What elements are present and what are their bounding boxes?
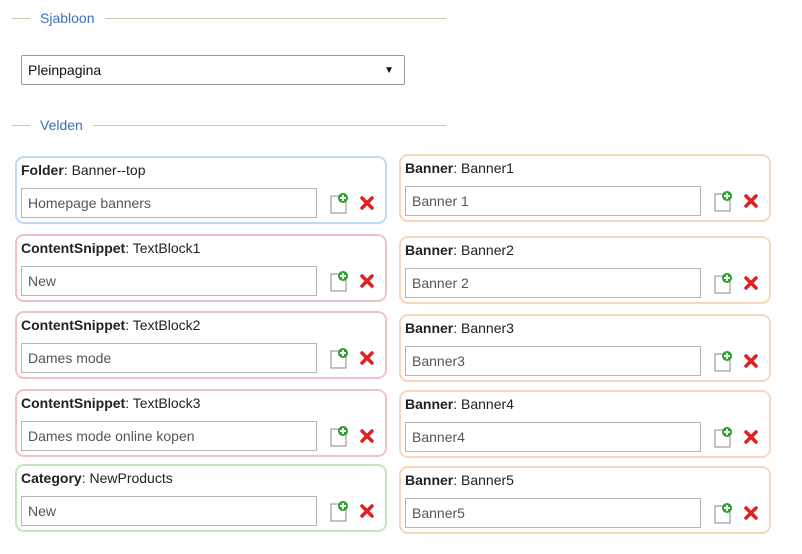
field-value-input[interactable]: [21, 266, 317, 296]
fields-section-title: Velden: [40, 117, 83, 133]
field-card-category-newproducts: Category: NewProducts: [15, 464, 387, 532]
delete-x-icon[interactable]: [743, 353, 759, 369]
field-label: ContentSnippet: TextBlock2: [21, 317, 201, 333]
delete-x-icon[interactable]: [359, 273, 375, 289]
delete-x-icon[interactable]: [359, 350, 375, 366]
field-card-banner4: Banner: Banner4: [399, 390, 771, 458]
template-select[interactable]: Pleinpagina ▼: [21, 55, 405, 85]
field-value-input[interactable]: [21, 496, 317, 526]
delete-x-icon[interactable]: [359, 428, 375, 444]
field-label: Banner: Banner1: [405, 160, 514, 176]
field-label: Banner: Banner3: [405, 320, 514, 336]
new-document-icon[interactable]: [714, 190, 732, 212]
field-label: ContentSnippet: TextBlock3: [21, 395, 201, 411]
new-document-icon[interactable]: [330, 270, 348, 292]
new-document-icon[interactable]: [330, 347, 348, 369]
delete-x-icon[interactable]: [359, 195, 375, 211]
field-label: Banner: Banner4: [405, 396, 514, 412]
fields-section-header: Velden: [12, 116, 446, 134]
new-document-icon[interactable]: [714, 350, 732, 372]
field-label: Category: NewProducts: [21, 470, 173, 486]
field-card-folder-banner-top: Folder: Banner--top: [15, 156, 387, 224]
divider: [12, 124, 30, 126]
template-select-value: Pleinpagina: [28, 62, 102, 78]
field-value-input[interactable]: [405, 346, 701, 376]
field-label: Banner: Banner5: [405, 472, 514, 488]
field-card-banner2: Banner: Banner2: [399, 236, 771, 304]
new-document-icon[interactable]: [330, 500, 348, 522]
delete-x-icon[interactable]: [743, 193, 759, 209]
template-section-title: Sjabloon: [40, 10, 95, 26]
field-value-input[interactable]: [21, 188, 317, 218]
field-label: Banner: Banner2: [405, 242, 514, 258]
dropdown-arrow-icon: ▼: [384, 64, 394, 76]
field-value-input[interactable]: [21, 343, 317, 373]
field-value-input[interactable]: [405, 422, 701, 452]
delete-x-icon[interactable]: [743, 275, 759, 291]
new-document-icon[interactable]: [714, 426, 732, 448]
field-value-input[interactable]: [21, 421, 317, 451]
divider: [104, 17, 446, 19]
field-label: Folder: Banner--top: [21, 162, 146, 178]
field-card-banner1: Banner: Banner1: [399, 154, 771, 222]
new-document-icon[interactable]: [330, 425, 348, 447]
field-card-banner3: Banner: Banner3: [399, 314, 771, 382]
field-value-input[interactable]: [405, 268, 701, 298]
field-card-banner5: Banner: Banner5: [399, 466, 771, 534]
field-label: ContentSnippet: TextBlock1: [21, 240, 201, 256]
divider: [92, 124, 446, 126]
field-card-content-textblock3: ContentSnippet: TextBlock3: [15, 389, 387, 457]
new-document-icon[interactable]: [330, 192, 348, 214]
field-card-content-textblock2: ContentSnippet: TextBlock2: [15, 311, 387, 379]
field-value-input[interactable]: [405, 498, 701, 528]
field-card-content-textblock1: ContentSnippet: TextBlock1: [15, 234, 387, 302]
divider: [12, 17, 30, 19]
delete-x-icon[interactable]: [359, 503, 375, 519]
new-document-icon[interactable]: [714, 272, 732, 294]
delete-x-icon[interactable]: [743, 429, 759, 445]
template-section-header: Sjabloon: [12, 9, 446, 27]
field-value-input[interactable]: [405, 186, 701, 216]
delete-x-icon[interactable]: [743, 505, 759, 521]
new-document-icon[interactable]: [714, 502, 732, 524]
